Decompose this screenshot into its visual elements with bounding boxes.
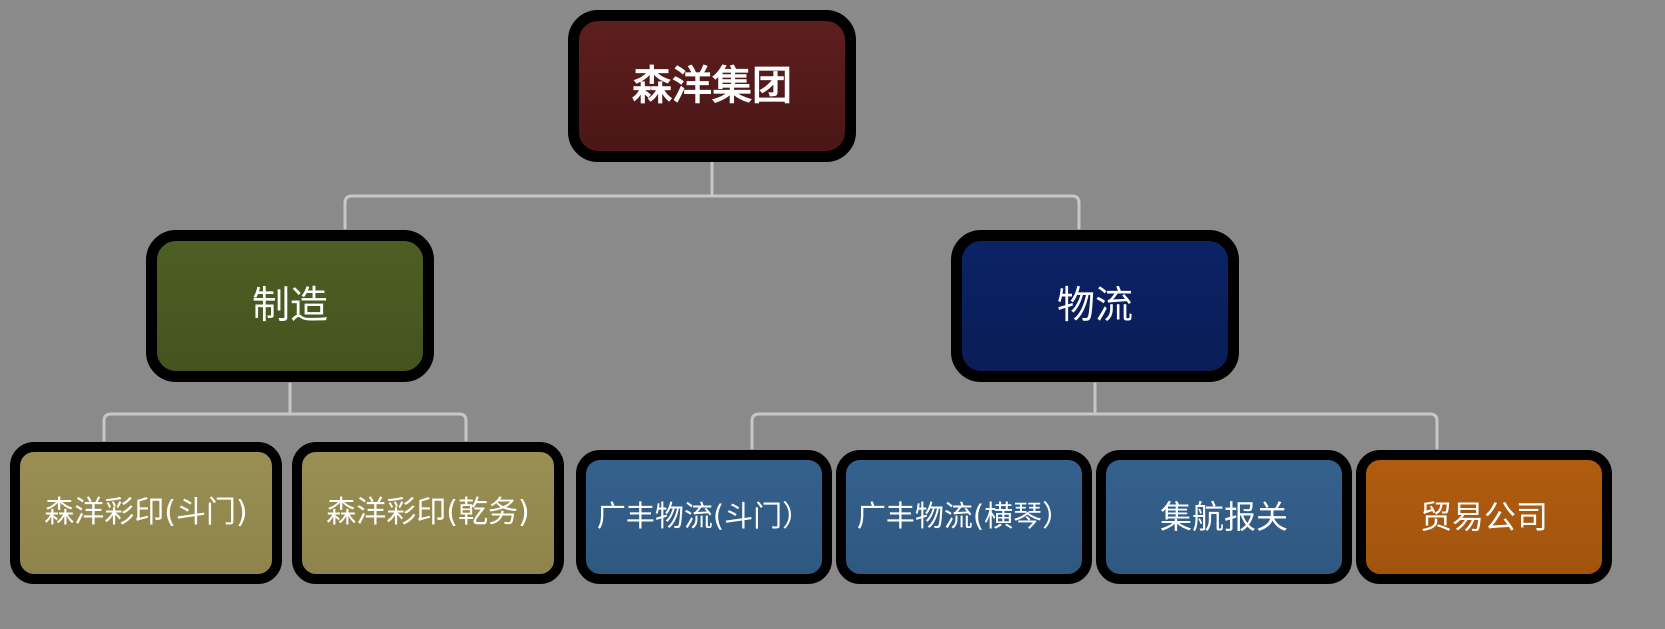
- node-jihang-baoguan-label: 集航报关: [1159, 497, 1288, 536]
- node-manufacturing-label: 制造: [251, 283, 328, 328]
- node-logistics-label: 物流: [1056, 283, 1133, 328]
- node-maoyi-gongsi-label: 贸易公司: [1419, 497, 1548, 536]
- connector-path-5: [750, 412, 1439, 450]
- node-senyang-caiyin-doumen-label: 森洋彩印(斗门): [44, 494, 248, 530]
- node-maoyi-gongsi[interactable]: 贸易公司: [1356, 450, 1612, 584]
- node-guangfeng-wuliu-doumen[interactable]: 广丰物流(斗门）: [576, 450, 832, 584]
- node-manufacturing[interactable]: 制造: [146, 230, 434, 382]
- node-guangfeng-wuliu-doumen-label: 广丰物流(斗门）: [596, 499, 812, 534]
- node-guangfeng-wuliu-hengqin-label: 广丰物流(横琴）: [856, 499, 1072, 534]
- node-guangfeng-wuliu-hengqin[interactable]: 广丰物流(横琴）: [836, 450, 1092, 584]
- node-root-label: 森洋集团: [632, 63, 792, 109]
- node-jihang-baoguan[interactable]: 集航报关: [1096, 450, 1352, 584]
- node-senyang-caiyin-qianwu-label: 森洋彩印(乾务): [326, 494, 530, 530]
- connector-path-1: [343, 194, 1081, 230]
- connector-path-3: [102, 412, 468, 442]
- node-logistics[interactable]: 物流: [951, 230, 1239, 382]
- node-root[interactable]: 森洋集团: [568, 10, 856, 162]
- node-senyang-caiyin-qianwu[interactable]: 森洋彩印(乾务): [292, 442, 564, 584]
- node-senyang-caiyin-doumen[interactable]: 森洋彩印(斗门): [10, 442, 282, 584]
